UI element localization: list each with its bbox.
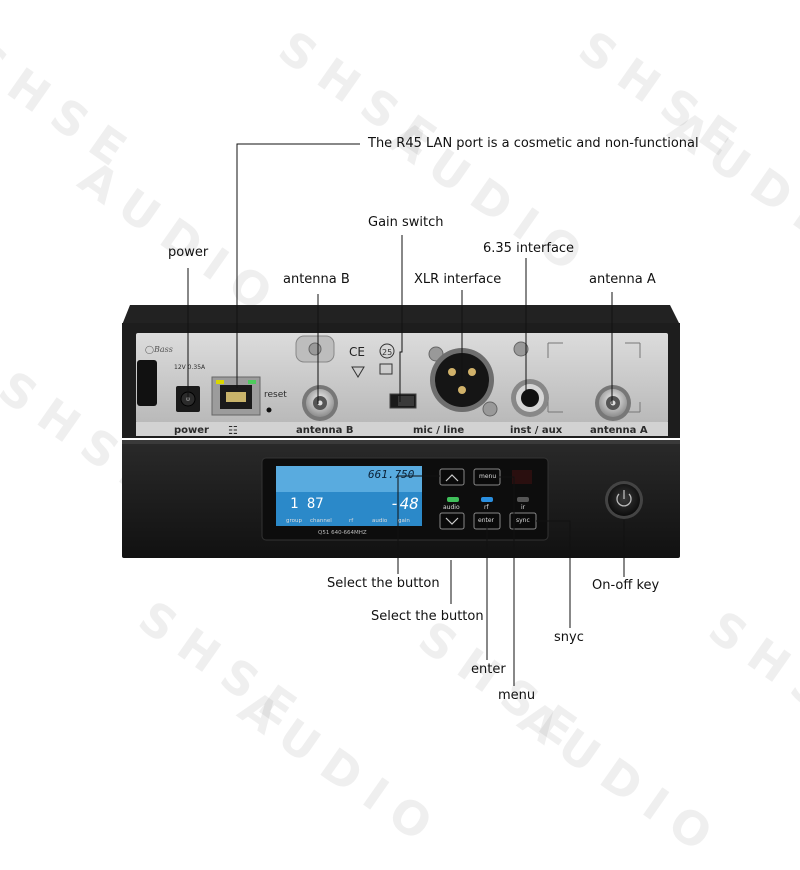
menu-button-label: menu <box>479 473 497 480</box>
lcd-label-channel: channel <box>310 518 332 524</box>
power-button[interactable] <box>605 481 643 519</box>
callout-antenna-a: antenna A <box>589 272 656 287</box>
rf-led-icon <box>481 497 493 502</box>
lcd-label-rf: rf <box>349 518 354 524</box>
screw-icon <box>308 342 322 356</box>
lcd-label-audio: audio <box>372 518 388 524</box>
audio-led-label: audio <box>443 504 460 511</box>
callout-635-interface: 6.35 interface <box>483 241 575 256</box>
antenna-a-connector[interactable] <box>595 385 631 421</box>
rf-led-label: rf <box>484 504 489 511</box>
callout-lan-port: The R45 LAN port is a cosmetic and non-f… <box>368 136 699 151</box>
ir-led-icon <box>517 497 529 502</box>
ir-led-label: ir <box>521 504 526 511</box>
rear-label-antenna-a: antenna A <box>590 425 648 436</box>
rear-label-reset: reset <box>264 390 287 400</box>
enter-button-label: enter <box>478 517 495 524</box>
callout-enter: enter <box>471 662 506 677</box>
reset-hole[interactable] <box>266 407 272 413</box>
callout-antenna-b: antenna B <box>283 272 350 287</box>
callout-select-button-1: Select the button <box>327 576 440 591</box>
cert-marks-icon: CE 25 <box>349 343 395 378</box>
callout-on-off-key: On-off key <box>592 578 660 593</box>
up-button[interactable] <box>439 468 465 486</box>
callout-menu: menu <box>498 688 536 703</box>
lcd-frequency: 661.750 <box>368 468 415 481</box>
lcd-label-group: group <box>286 518 302 524</box>
receiver-diagram: ◯Bass CE 25 <box>122 143 680 686</box>
lan-port[interactable] <box>211 376 261 416</box>
svg-text:25: 25 <box>382 348 392 357</box>
gain-switch[interactable] <box>389 393 417 409</box>
callout-select-button-2: Select the button <box>371 609 484 624</box>
lcd-gain-readout: -48 <box>390 494 419 513</box>
lcd-channel-readout: 1 87 <box>290 496 324 512</box>
rear-chassis: ◯Bass <box>122 305 680 438</box>
rear-label-antenna-b: antenna B <box>296 425 354 436</box>
svg-text:◯Bass: ◯Bass <box>145 345 173 354</box>
rocker-switch[interactable] <box>137 360 157 406</box>
rear-label-dc-rating: 12V 0.35A <box>174 364 206 371</box>
sync-button-label: sync <box>516 517 530 524</box>
rear-label-power: power <box>174 425 209 436</box>
callout-power: power <box>168 245 209 260</box>
svg-text:CE: CE <box>349 345 365 359</box>
audio-led-icon <box>447 497 459 502</box>
lcd-label-gain: gain <box>398 518 410 524</box>
callout-gain-switch: Gain switch <box>368 215 444 230</box>
antenna-b-connector[interactable] <box>302 385 338 421</box>
callout-snyc: snyc <box>554 630 584 645</box>
callout-xlr-interface: XLR interface <box>414 272 502 287</box>
ir-window <box>512 470 532 484</box>
down-button[interactable] <box>439 512 465 530</box>
rear-label-inst-aux: inst / aux <box>510 425 563 436</box>
display-model-label: Q51 640-664MHZ <box>318 530 367 536</box>
network-icon: ☷ <box>228 424 238 437</box>
callout-lines <box>187 143 625 686</box>
antenna-a-bracket <box>547 342 641 413</box>
rear-label-mic-line: mic / line <box>413 425 465 436</box>
